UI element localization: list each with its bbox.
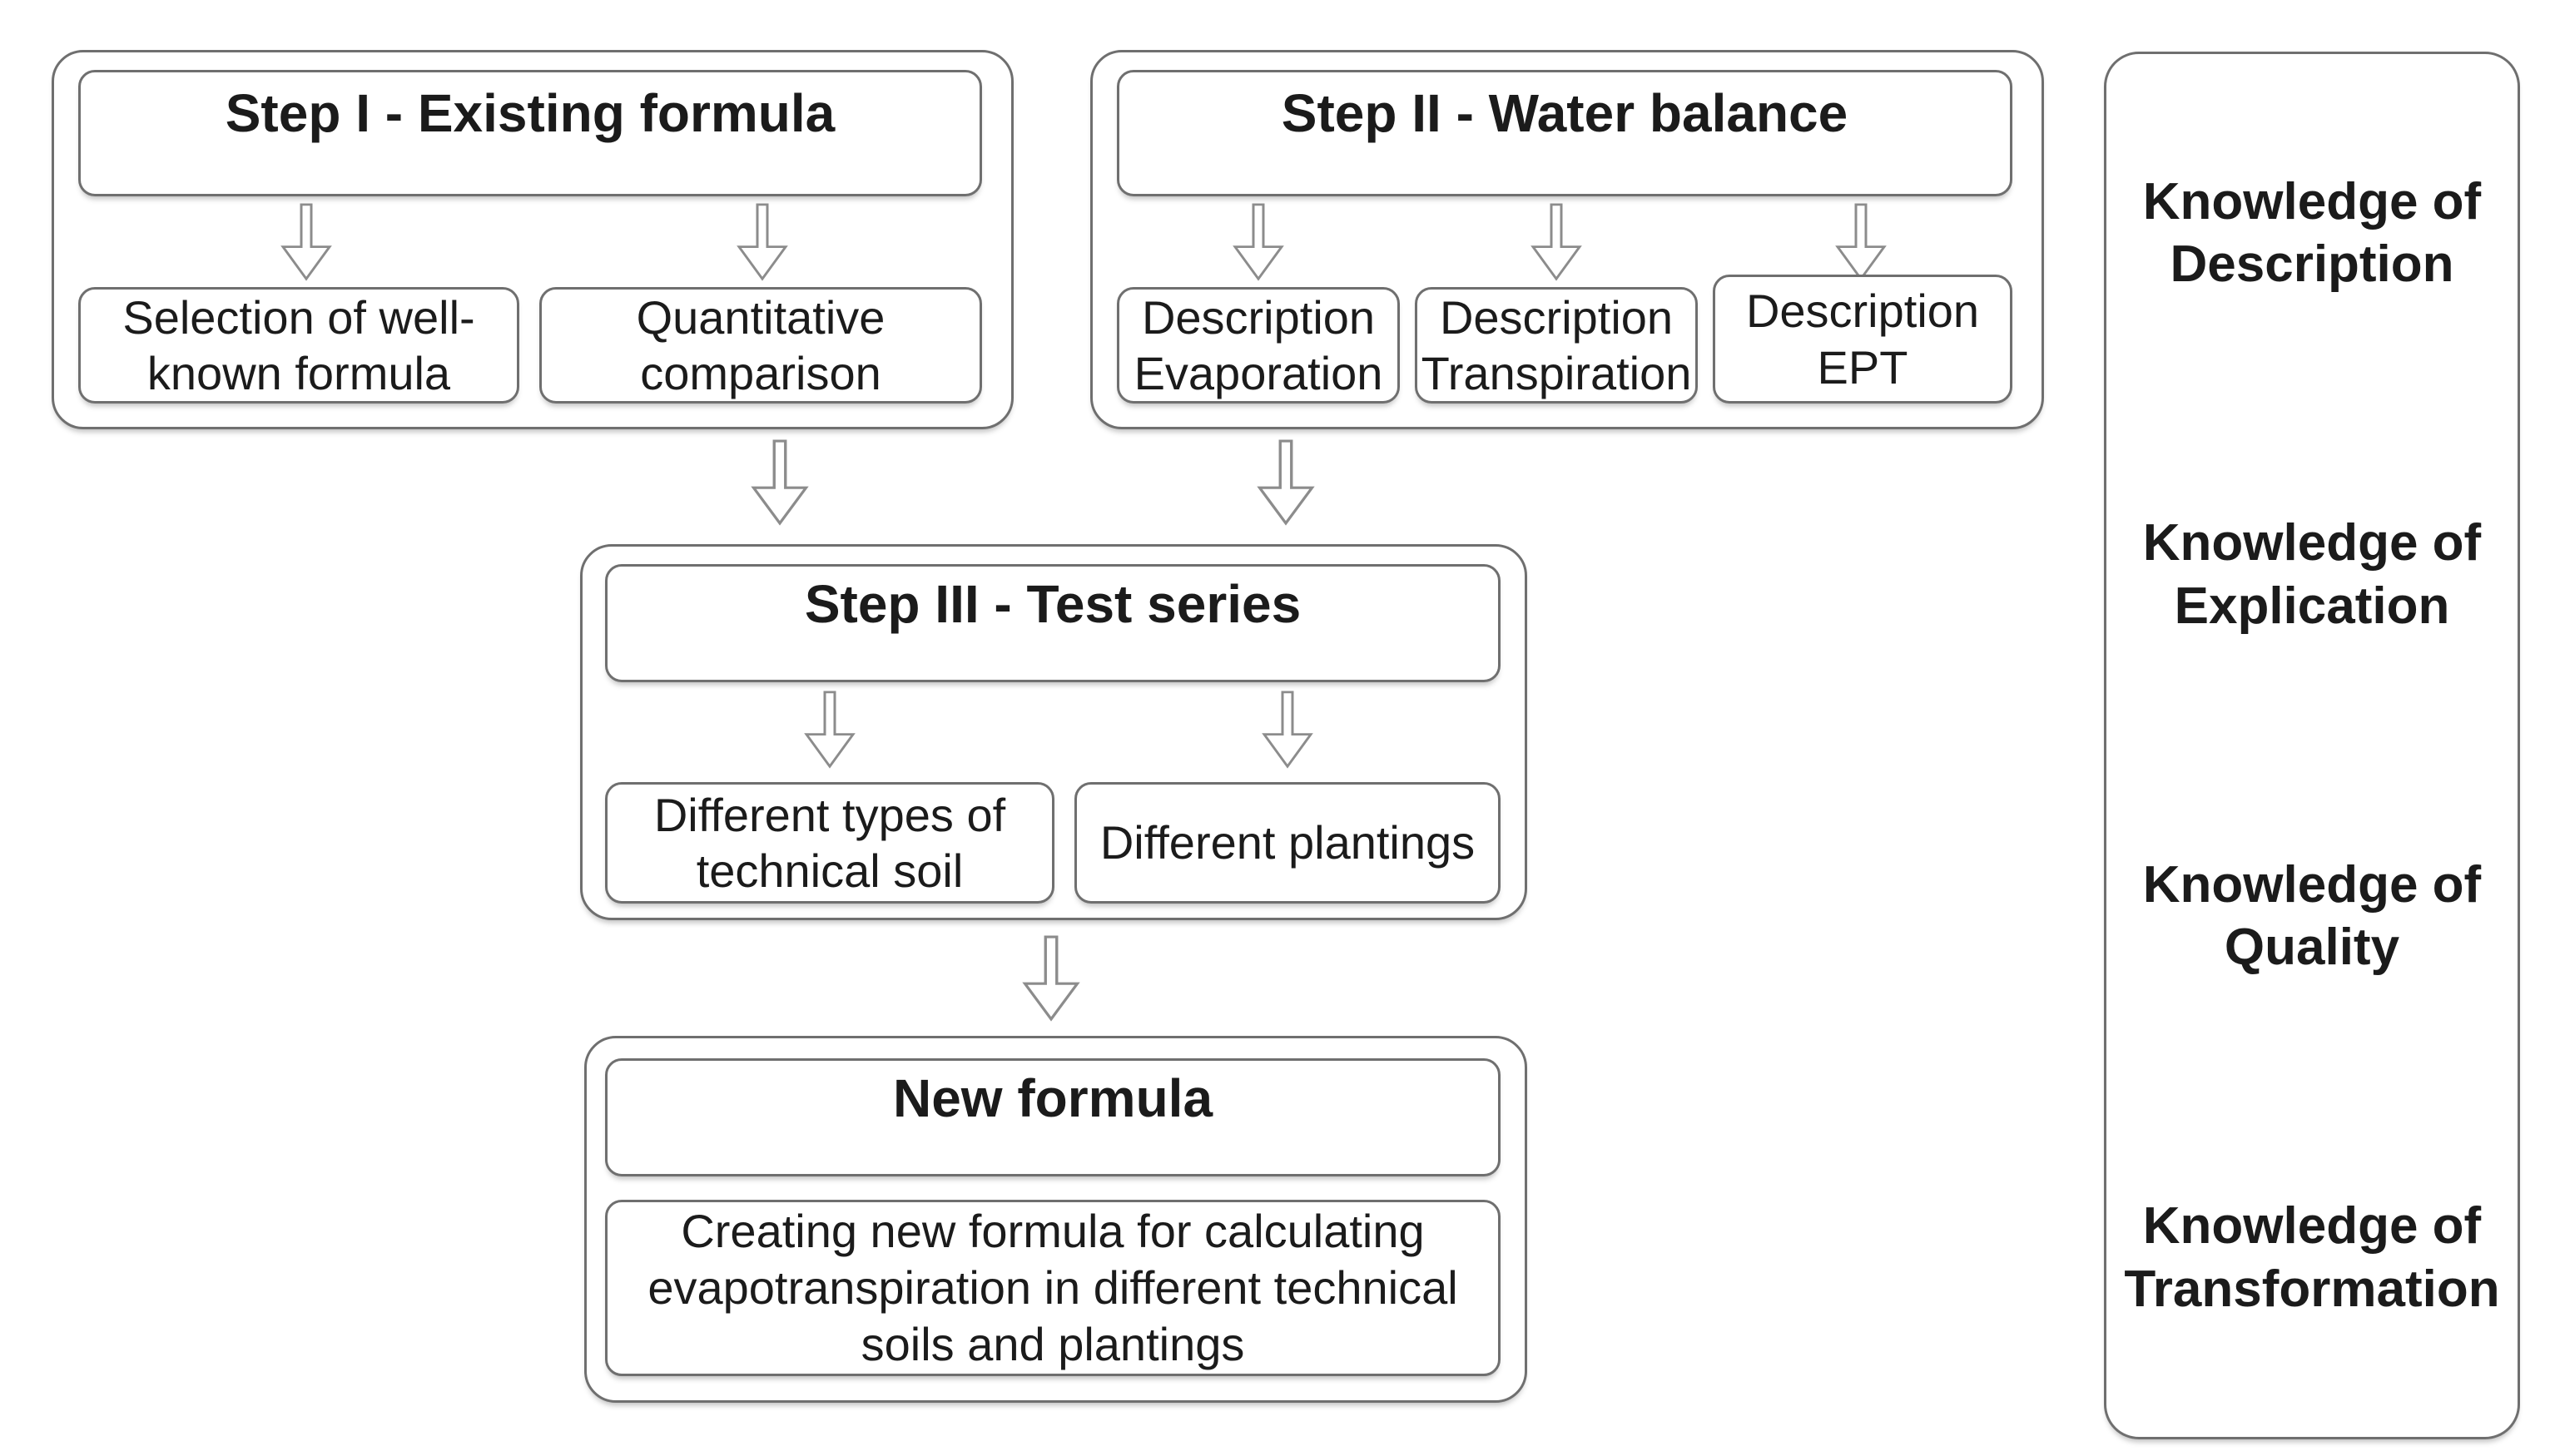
new-formula-title-box: New formula — [605, 1058, 1501, 1176]
down-arrow-icon — [736, 203, 789, 281]
knowledge-item-description: Knowledge of Description — [2142, 172, 2482, 294]
knowledge-item-explication: Knowledge of Explication — [2142, 514, 2482, 635]
step2-child-evaporation: Description Evaporation — [1117, 287, 1400, 404]
new-formula-description-box: Creating new formula for calculating eva… — [605, 1200, 1501, 1376]
step1-title-box: Step I - Existing formula — [78, 70, 982, 196]
down-arrow-icon — [1530, 203, 1583, 281]
down-arrow-icon — [803, 691, 856, 769]
down-arrow-icon — [1261, 691, 1314, 769]
down-arrow-icon — [750, 439, 810, 526]
down-arrow-icon — [280, 203, 333, 281]
down-arrow-icon — [1021, 935, 1081, 1022]
step2-child-ept: Description EPT — [1713, 275, 2012, 404]
knowledge-panel: Knowledge of Description Knowledge of Ex… — [2104, 52, 2520, 1439]
step3-child-soil: Different types of technical soil — [605, 782, 1054, 904]
knowledge-item-quality: Knowledge of Quality — [2142, 855, 2482, 977]
down-arrow-icon — [1232, 203, 1285, 281]
step2-child-transpiration: Description Transpiration — [1415, 287, 1698, 404]
step3-child-plantings: Different plantings — [1074, 782, 1501, 904]
down-arrow-icon — [1834, 203, 1888, 281]
step3-title-box: Step III - Test series — [605, 564, 1501, 682]
step1-child-selection: Selection of well-known formula — [78, 287, 519, 404]
step2-title-box: Step II - Water balance — [1117, 70, 2012, 196]
step1-child-comparison: Quantitative comparison — [539, 287, 982, 404]
knowledge-item-transformation: Knowledge of Transformation — [2124, 1197, 2500, 1318]
down-arrow-icon — [1256, 439, 1316, 526]
